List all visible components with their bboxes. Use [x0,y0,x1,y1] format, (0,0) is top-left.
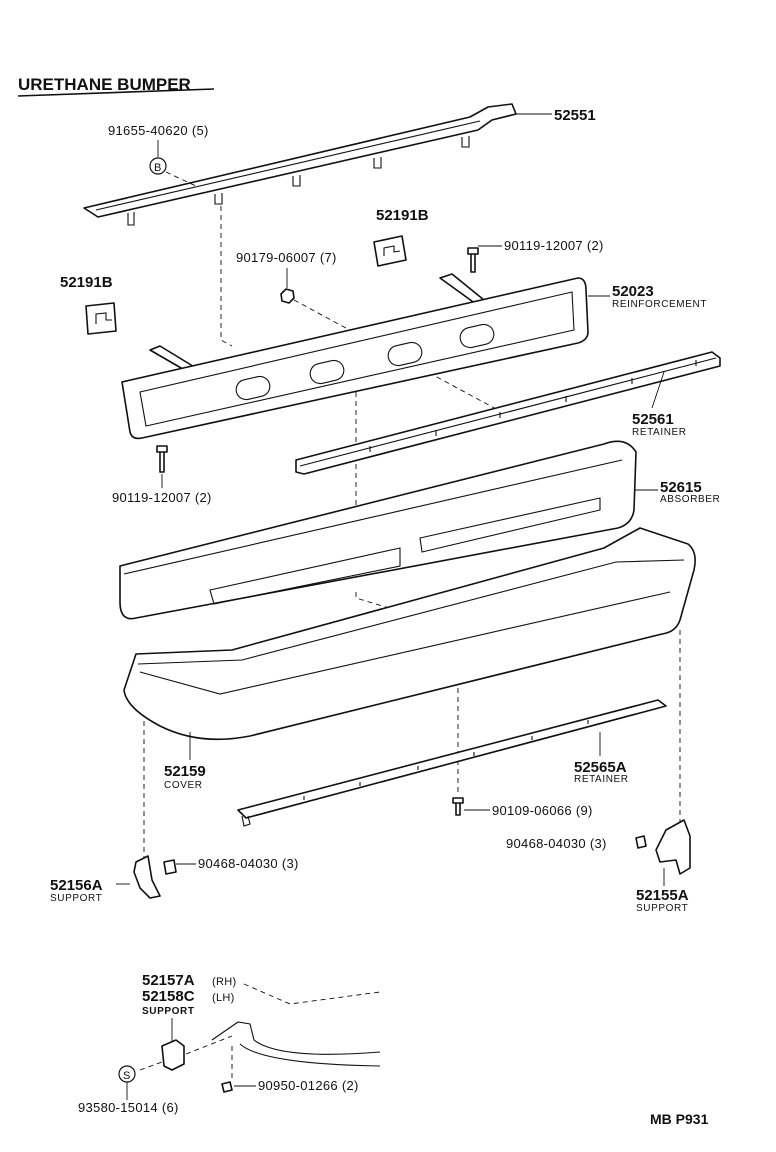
s-symbol-text: S [123,1070,131,1082]
part-number-90119-bottom: 90119-12007 (2) [112,490,212,505]
part-number-52191b-right: 52191B [376,207,429,224]
nut-icon [280,288,295,304]
screw-icon [221,1081,233,1093]
part-number-52565a: 52565A [574,759,627,776]
title-text: URETHANE BUMPER [18,75,191,94]
detail-side-support: 52157A (RH) 52158C (LH) SUPPORT [139,972,381,1071]
part-number-52551: 52551 [554,107,596,124]
part-52191b-pad-right: 52191B [373,207,429,267]
part-name-52565a: RETAINER [574,774,629,785]
part-number-90119-top: 90119-12007 (2) [504,238,604,253]
part-name-52615: ABSORBER [660,494,720,505]
part-number-52191b-left: 52191B [60,274,113,291]
part-number-52157a: 52157A [142,972,195,989]
label-52565a: 52565A RETAINER [574,732,629,785]
bolt-icon [156,445,168,473]
b-symbol-icon [149,157,167,175]
diagram-title: URETHANE BUMPER [17,75,215,97]
label-52551: 52551 [516,107,596,124]
part-52191b-pad-left: 52191B [60,274,117,335]
part-52615-absorber [119,440,637,620]
part-number-52561: 52561 [632,411,674,428]
part-number-93580: 93580-15014 (6) [78,1100,179,1115]
part-number-90468-left: 90468-04030 (3) [198,856,299,871]
part-number-52023: 52023 [612,283,654,300]
part-number-90468-right: 90468-04030 (3) [506,836,607,851]
label-90468-right: 90468-04030 (3) [506,835,647,851]
label-52023: 52023 REINFORCEMENT [588,283,707,310]
part-52159-cover [123,527,696,741]
part-name-52561: RETAINER [632,427,687,438]
part-52565a-retainer [237,699,667,827]
part-number-52158c: 52158C [142,988,195,1005]
label-90109: 90109-06066 (9) [452,797,593,818]
part-52023-reinforcement [121,273,589,440]
part-number-52159: 52159 [164,763,206,780]
b-symbol-text: B [154,162,162,174]
part-number-52615: 52615 [660,479,702,496]
part-name-52023: REINFORCEMENT [612,299,707,310]
label-52159: 52159 COVER [164,732,206,791]
label-90119-top: 90119-12007 (2) [467,238,604,273]
part-name-52159: COVER [164,780,203,791]
suffix-lh: (LH) [212,992,235,1004]
clip-icon [163,859,177,875]
label-52615: 52615 ABSORBER [634,479,720,505]
part-number-52155a: 52155A [636,887,689,904]
screw-icon [452,797,464,816]
clip-icon [635,835,647,849]
label-52561: 52561 RETAINER [632,371,687,438]
part-52156a-support: 90468-04030 (3) 52156A SUPPORT [50,855,299,904]
part-number-52156a: 52156A [50,877,103,894]
part-52155a-support: 52155A SUPPORT [636,819,691,914]
label-90950: 90950-01266 (2) [221,1046,359,1093]
part-name-5215x: SUPPORT [142,1006,195,1017]
part-52561-retainer [295,351,721,475]
label-93580: S 93580-15014 (6) [78,1065,179,1115]
label-90179: 90179-06007 (7) [236,250,499,411]
part-name-52155a: SUPPORT [636,903,688,914]
diagram-code: MB P931 [650,1111,709,1127]
support-bracket-icon [161,1039,185,1071]
label-90119-bottom: 90119-12007 (2) [112,445,212,505]
part-name-52156a: SUPPORT [50,893,102,904]
label-91655: 91655-40620 (5) B [108,123,209,187]
suffix-rh: (RH) [212,976,236,988]
part-number-91655: 91655-40620 (5) [108,123,209,138]
part-number-90179: 90179-06007 (7) [236,250,337,265]
bolt-icon [467,247,479,273]
part-number-90950: 90950-01266 (2) [258,1078,359,1093]
part-number-90109: 90109-06066 (9) [492,803,593,818]
